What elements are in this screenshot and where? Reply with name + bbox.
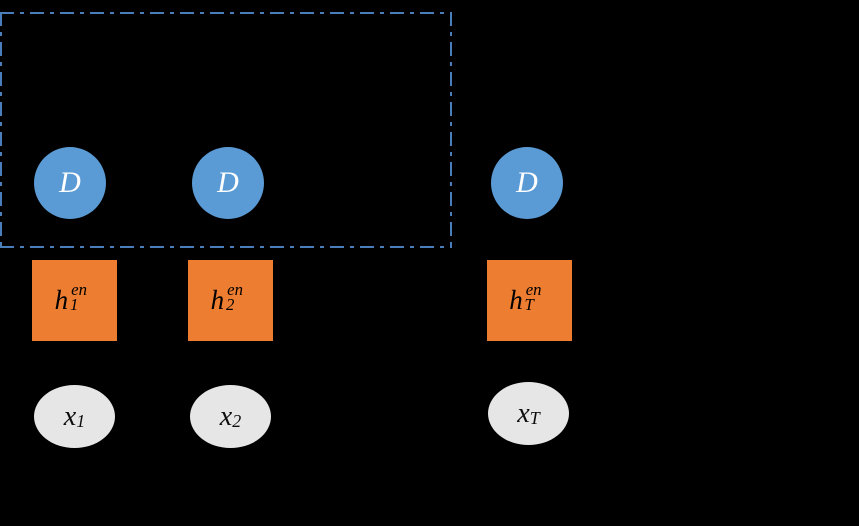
arrow-tip-1 <box>66 252 74 258</box>
hidden-state-T-subscript: T <box>524 295 534 315</box>
hidden-state-2-superscript: en <box>227 279 243 299</box>
input-node-1-base: x <box>63 400 77 432</box>
decoder-node-1[interactable]: D <box>34 147 106 219</box>
hidden-state-T-superscript: en <box>525 279 542 299</box>
decoder-node-T[interactable]: D <box>491 147 563 219</box>
group-box-bottom-edge <box>0 246 452 248</box>
group-box-right-edge <box>450 12 452 248</box>
input-node-2-base: x <box>219 400 233 432</box>
group-box-left-edge <box>0 12 2 248</box>
group-box-top-edge <box>0 12 452 14</box>
input-node-T-base: x <box>517 397 530 429</box>
input-node-T-subscript: T <box>529 407 540 428</box>
hidden-state-2-subscript: 2 <box>225 295 235 315</box>
decoder-node-1-label: D <box>59 166 81 199</box>
hidden-state-1-subscript: 1 <box>69 295 79 315</box>
decoder-node-2-label: D <box>217 166 239 199</box>
input-node-2-subscript: 2 <box>232 410 242 431</box>
arrow-tip-T <box>523 252 531 258</box>
hidden-state-1-base: h <box>54 285 69 315</box>
hidden-state-2-base: h <box>210 285 225 315</box>
arrow-tip-2 <box>224 252 232 258</box>
decoder-node-2[interactable]: D <box>192 147 264 219</box>
hidden-state-1-superscript: en <box>71 279 87 299</box>
decoder-group-box <box>0 12 452 248</box>
hidden-state-T-base: h <box>509 285 523 315</box>
decoder-node-T-label: D <box>516 166 538 199</box>
input-node-1-subscript: 1 <box>76 410 86 431</box>
